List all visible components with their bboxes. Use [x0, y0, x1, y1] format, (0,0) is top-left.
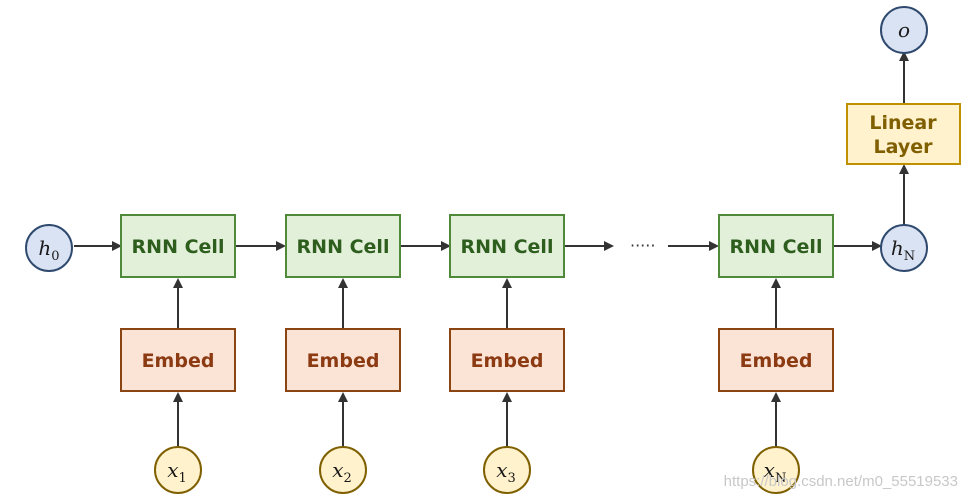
embed-3-label: Embed [471, 350, 544, 372]
hN-node [880, 224, 928, 272]
linear-layer-label-line2: Layer [874, 136, 934, 158]
embed-1-label: Embed [142, 350, 215, 372]
input-xN-label: xN [764, 458, 787, 486]
rnn-cell-1 [120, 214, 236, 278]
input-x3 [483, 446, 531, 494]
hN-label: hN [891, 236, 915, 264]
output-label: o [898, 18, 910, 42]
h0-label: h0 [38, 236, 59, 264]
input-x3-label: x3 [496, 458, 516, 486]
h0-node [25, 224, 73, 272]
ellipsis: ····· [630, 236, 655, 255]
embed-2 [285, 328, 401, 392]
embed-N-label: Embed [740, 350, 813, 372]
input-x1 [154, 446, 202, 494]
rnn-cell-3-label: RNN Cell [461, 236, 554, 258]
embed-1 [120, 328, 236, 392]
output-node [880, 6, 928, 54]
rnn-cell-2-label: RNN Cell [297, 236, 390, 258]
input-xN [752, 446, 800, 494]
input-x1-label: x1 [167, 458, 187, 486]
rnn-cell-3 [449, 214, 565, 278]
embed-N [718, 328, 834, 392]
input-x2-label: x2 [332, 458, 352, 486]
rnn-cell-N-label: RNN Cell [730, 236, 823, 258]
embed-3 [449, 328, 565, 392]
rnn-cell-1-label: RNN Cell [132, 236, 225, 258]
rnn-cell-2 [285, 214, 401, 278]
rnn-cell-N [718, 214, 834, 278]
embed-2-label: Embed [307, 350, 380, 372]
linear-layer [846, 103, 961, 165]
watermark: https://blog.csdn.net/m0_55519533 [724, 473, 958, 490]
linear-layer-label-line1: Linear [869, 112, 937, 134]
input-x2 [319, 446, 367, 494]
